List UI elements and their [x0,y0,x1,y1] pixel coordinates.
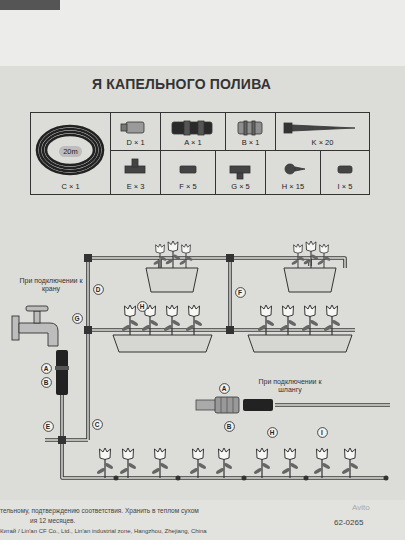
callout-circle: E [43,421,54,432]
callout-letter: H [267,427,278,438]
part-cell: 20m C × 1 [30,112,111,195]
callout-circle: B [224,421,235,432]
callout-circle: H [267,427,278,438]
callout-circle: H [137,301,148,312]
part-label: E × 3 [111,182,160,191]
part-cell: I × 5 [320,150,370,195]
callout-letter: G [72,313,83,324]
watermark: Avito [352,503,402,512]
part-cell: E × 3 [110,150,161,195]
callout-letter: B [41,377,52,388]
part-label: K × 20 [276,138,369,147]
callout-letter: F [235,287,246,298]
print-note: Китай / Lin'an CF Co., Ltd., Lin'an indu… [0,528,400,535]
callout-circle: D [93,284,104,295]
callout-circle: A [41,363,52,374]
callout-letter: I [317,427,328,438]
connection-note: При подключении к шлангу [248,378,332,394]
part-cell: F × 5 [160,150,216,195]
part-cell: D × 1 [110,112,161,151]
part-cell: A × 1 [160,112,226,151]
part-label: H × 15 [266,182,320,191]
callout-letter: A [41,363,52,374]
callout-letter: D [93,284,104,295]
part-label: C × 1 [31,182,110,191]
print-note: 62-0265 [334,518,394,527]
part-cell: H × 15 [265,150,321,195]
part-cell: G × 5 [215,150,266,195]
callout-circle: I [317,427,328,438]
part-label: 20m [31,147,110,156]
callout-letter: H [137,301,148,312]
print-note: тельному, подтверждению соответствия. Хр… [0,507,380,514]
part-label: D × 1 [111,138,160,147]
connection-note: При подключении к крану [12,277,90,293]
callout-letter: E [43,421,54,432]
part-label: B × 1 [226,138,275,147]
callout-circle: B [41,377,52,388]
print-note: ия 12 месяцев. [30,517,150,524]
callout-circle: F [235,287,246,298]
part-label: F × 5 [161,182,215,191]
part-cell: K × 20 [275,112,370,151]
callout-letter: A [219,383,230,394]
callout-circle: G [72,313,83,324]
part-label: G × 5 [216,182,265,191]
callout-circle: C [92,419,103,430]
part-cell: B × 1 [225,112,276,151]
title-text: Я КАПЕЛЬНОГО ПОЛИВА [92,76,271,92]
callout-letter: C [92,419,103,430]
callout-letter: B [224,421,235,432]
part-label: A × 1 [161,138,225,147]
part-label: I × 5 [321,182,369,191]
callout-circle: A [219,383,230,394]
